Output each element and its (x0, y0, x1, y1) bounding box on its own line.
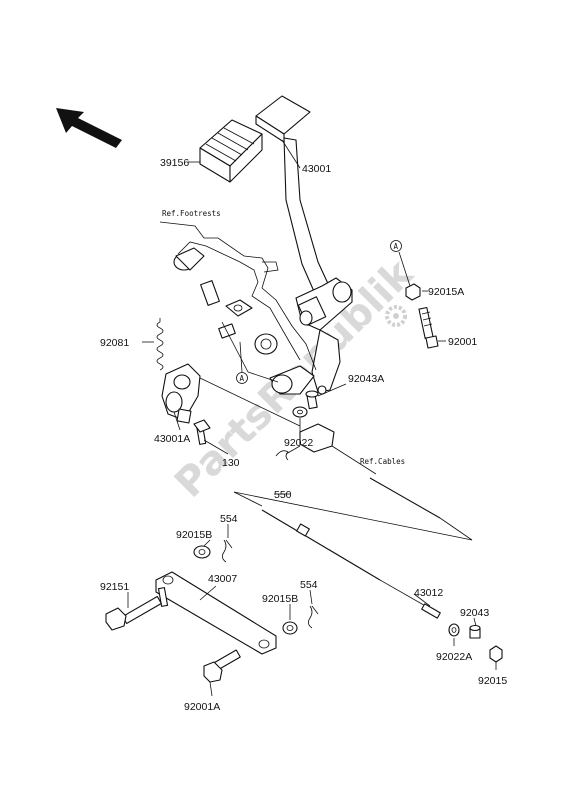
label-43001: 43001 (302, 163, 331, 175)
label-92015a: 92015A (428, 286, 464, 298)
clevis-joint (275, 423, 377, 475)
footrest-frame-reference (159, 221, 317, 395)
bolt-92151 (105, 595, 162, 631)
watermark-gear-icon (385, 305, 407, 327)
nut-92015b-lower (282, 621, 298, 635)
label-92001: 92001 (448, 336, 477, 348)
bolt-92001a (203, 649, 241, 683)
label-92015b-lower: 92015B (262, 593, 298, 605)
label-550: 550 (274, 489, 292, 501)
pedal-pad-rubber (199, 119, 263, 183)
ref-footrests-label: Ref.Footrests (162, 209, 221, 218)
cotter-pin-554-upper (222, 539, 233, 563)
marker-a-center: A (236, 341, 248, 384)
label-92015: 92015 (478, 675, 507, 687)
bolt-130 (193, 419, 211, 445)
nut-92015a (405, 283, 421, 301)
nut-92015 (489, 645, 503, 663)
cotter-pin-554-lower (308, 605, 319, 629)
brake-lever-43001a (161, 363, 301, 427)
washer-92022 (292, 406, 308, 418)
label-92081: 92081 (100, 337, 129, 349)
marker-a-right: A (390, 240, 411, 287)
leader-lines (127, 139, 497, 697)
label-39156: 39156 (160, 157, 189, 169)
brake-rod-upper (369, 477, 473, 541)
washer-92022a (448, 623, 460, 637)
label-43012: 43012 (414, 587, 443, 599)
label-92151: 92151 (100, 581, 129, 593)
return-spring-92081 (156, 318, 164, 371)
label-92043a: 92043A (348, 373, 384, 385)
link-plate-43007 (155, 571, 277, 655)
label-92043: 92043 (460, 607, 489, 619)
label-92022: 92022 (284, 437, 313, 449)
ref-cables-label: Ref.Cables (360, 457, 405, 466)
pin-92043 (469, 624, 481, 639)
pin-92043a (305, 390, 319, 410)
label-92022a: 92022A (436, 651, 472, 663)
label-43001a: 43001A (154, 433, 190, 445)
label-92015b-upper: 92015B (176, 529, 212, 541)
bolt-92001 (418, 306, 439, 349)
label-43007: 43007 (208, 573, 237, 585)
nut-92015b-upper (193, 545, 211, 559)
brake-pedal-arm (255, 95, 353, 395)
spring-43012 (421, 603, 441, 619)
label-92001a: 92001A (184, 701, 220, 713)
label-130: 130 (222, 457, 240, 469)
label-554-upper: 554 (220, 513, 238, 525)
label-554-lower: 554 (300, 579, 318, 591)
front-direction-arrow-icon (56, 108, 122, 148)
marker-a-center-text: A (240, 374, 245, 383)
marker-a-right-text: A (394, 242, 399, 251)
